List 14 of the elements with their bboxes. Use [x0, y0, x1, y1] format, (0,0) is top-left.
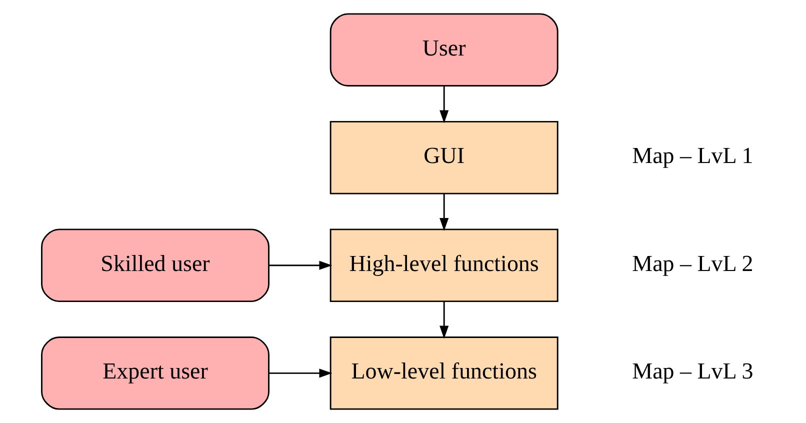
arrow: [439, 86, 448, 124]
node-box: User: [329, 13, 558, 86]
arrow: [268, 260, 332, 270]
node-box: High-level functions: [329, 228, 558, 302]
node-box: Expert user: [40, 336, 269, 410]
node-label: Map – LvL 3: [632, 358, 753, 384]
arrow: [439, 194, 448, 231]
node-label: Map – LvL 1: [632, 143, 753, 168]
arrow: [439, 302, 448, 339]
node-box: GUI: [329, 120, 558, 194]
node-box: Low-level functions: [329, 336, 558, 410]
node-label: Map – LvL 2: [632, 250, 753, 276]
node-box: Skilled user: [40, 228, 269, 302]
arrow: [268, 368, 332, 378]
